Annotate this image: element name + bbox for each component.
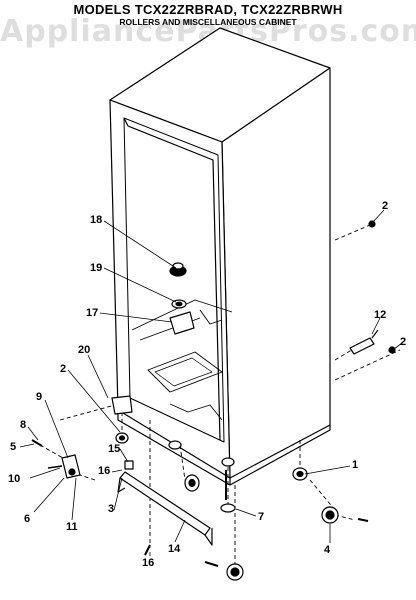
callout-19: 19 <box>90 262 102 274</box>
callout-17: 17 <box>86 307 98 319</box>
page-subtitle: ROLLERS AND MISCELLANEOUS CABINET <box>119 17 297 27</box>
callout-9: 9 <box>36 391 42 403</box>
callout-10: 10 <box>8 473 20 485</box>
callout-leaders <box>19 209 403 556</box>
callout-2-top-right: 2 <box>382 200 388 212</box>
callout-20: 20 <box>78 344 90 356</box>
callout-7: 7 <box>258 511 264 523</box>
callout-4: 4 <box>324 544 331 556</box>
callout-15: 15 <box>108 443 120 455</box>
callout-16-upper: 16 <box>98 465 110 477</box>
callout-16-lower: 16 <box>142 557 154 569</box>
page-title: MODELS TCX22ZRBRAD, TCX22ZRBRWH <box>73 2 343 17</box>
callout-2-right: 2 <box>400 336 406 348</box>
callout-11: 11 <box>66 521 78 533</box>
callout-1: 1 <box>352 459 358 471</box>
cabinet-body <box>109 27 331 486</box>
callout-2-left: 2 <box>60 363 66 375</box>
callout-8: 8 <box>20 419 26 431</box>
callout-6: 6 <box>24 513 30 525</box>
callout-3: 3 <box>108 503 114 515</box>
roller-assembly <box>31 220 396 581</box>
callout-18: 18 <box>90 214 102 226</box>
callout-14: 14 <box>168 543 181 555</box>
callout-12: 12 <box>374 309 386 321</box>
callout-5: 5 <box>10 441 16 453</box>
